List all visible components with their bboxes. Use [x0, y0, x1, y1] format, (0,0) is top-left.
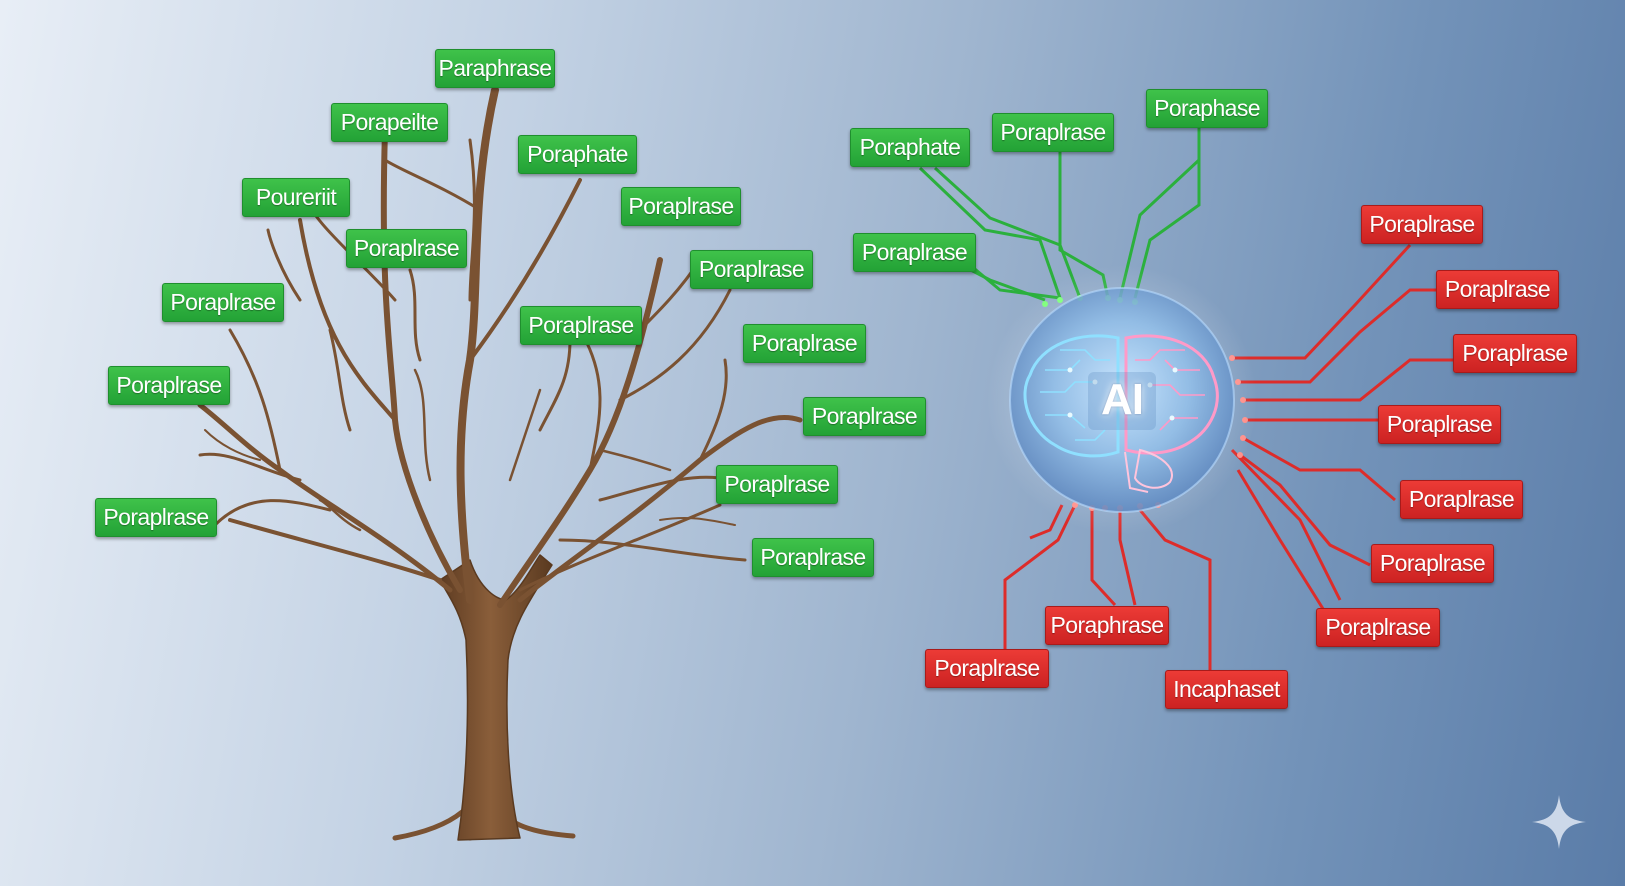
tree-label: Poureriit — [242, 178, 350, 217]
tree-label: Poraplrase — [95, 498, 217, 537]
tree-label: Poraphate — [518, 135, 637, 174]
ai-green-label: Poraphase — [1146, 89, 1268, 128]
ai-red-label: Poraplrase — [925, 649, 1049, 688]
ai-red-label: Poraplrase — [1361, 205, 1483, 244]
tree-label: Paraphrase — [435, 49, 555, 88]
tree-label: Poraplrase — [743, 324, 866, 363]
ai-red-label: Poraplrase — [1400, 480, 1523, 519]
tree-label: Poraplrase — [346, 229, 467, 268]
ai-red-label: Poraplrase — [1453, 334, 1577, 373]
tree-trunk — [439, 554, 553, 841]
ai-red-label: Incaphaset — [1165, 670, 1288, 709]
tree-label: Poraplrase — [752, 538, 874, 577]
ai-green-label: Poraplrase — [992, 113, 1114, 152]
ai-red-label: Poraplrase — [1371, 544, 1494, 583]
ai-green-label: Poraphate — [850, 128, 970, 167]
tree-label: Poraplrase — [108, 366, 230, 405]
tree-label: Poraplrase — [803, 397, 926, 436]
tree-illustration — [197, 86, 803, 841]
tree-label: Porapeilte — [331, 103, 448, 142]
tree-label: Poraplrase — [690, 250, 813, 289]
ai-green-label: Poraplrase — [853, 233, 976, 272]
brain-circuit-icon — [987, 265, 1257, 535]
ai-red-label: Poraplrase — [1436, 270, 1559, 309]
ai-red-label: Poraphrase — [1045, 606, 1169, 645]
tree-label: Poraplrase — [162, 283, 284, 322]
tree-label: Poraplrase — [621, 187, 741, 226]
ai-red-label: Poraplrase — [1378, 405, 1501, 444]
sparkle-icon — [1532, 795, 1586, 849]
tree-label: Poraplrase — [716, 465, 838, 504]
ai-label: AI — [1101, 375, 1144, 424]
ai-red-label: Poraplrase — [1316, 608, 1440, 647]
tree-label: Poraplrase — [520, 306, 642, 345]
